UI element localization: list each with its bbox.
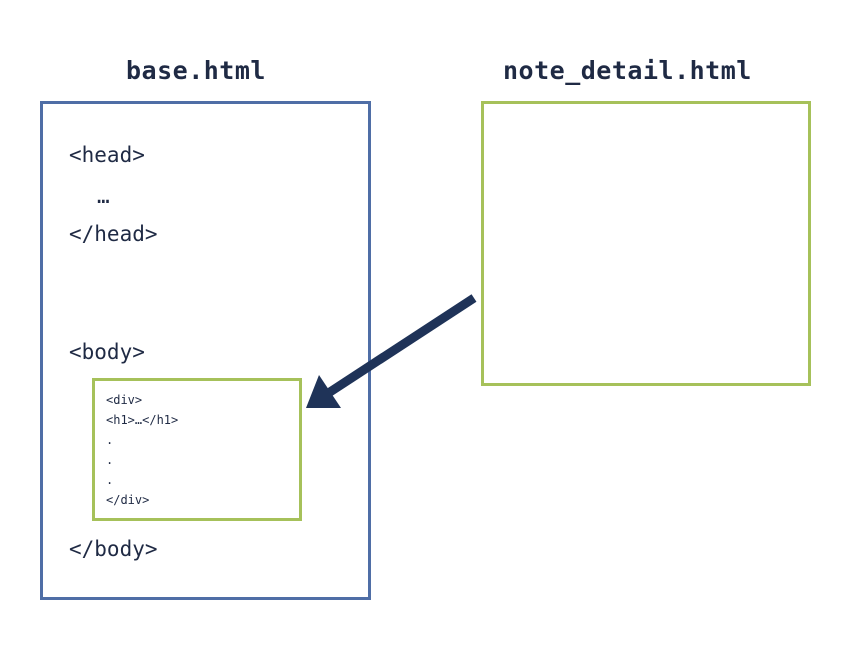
inner-line-dot: . <box>106 453 114 467</box>
inner-line-dot: . <box>106 433 114 447</box>
body-open-tag: <body> <box>69 340 145 364</box>
head-close-tag: </head> <box>69 222 158 246</box>
head-ellipsis: … <box>97 184 110 208</box>
inner-line-dot: . <box>106 473 114 487</box>
inner-line-h1: <h1>…</h1> <box>106 413 179 427</box>
base-html-title: base.html <box>126 56 266 85</box>
inner-line-div-close: </div> <box>106 493 150 507</box>
inner-line-div-open: <div> <box>106 393 143 407</box>
head-open-tag: <head> <box>69 143 145 167</box>
note-detail-html-box <box>481 101 811 386</box>
inserted-content-box <box>92 378 302 521</box>
note-detail-html-title: note_detail.html <box>503 56 752 85</box>
body-close-tag: </body> <box>69 537 158 561</box>
